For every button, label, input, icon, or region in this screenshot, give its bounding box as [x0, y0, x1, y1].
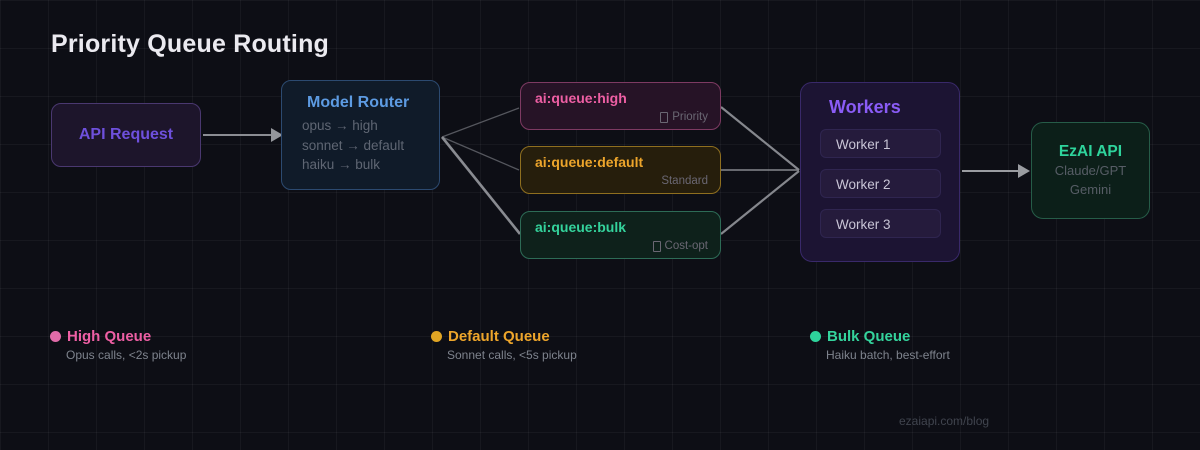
queue-bulk-badge-text: Cost-opt	[664, 240, 708, 252]
node-model-router[interactable]: Model Router opus → high sonnet → defaul…	[281, 80, 440, 190]
node-queue-default[interactable]: ai:queue:default Standard	[520, 146, 721, 194]
queue-default-label: ai:queue:default	[535, 154, 644, 170]
worker-item-1[interactable]: Worker 1	[820, 129, 941, 158]
page-title: Priority Queue Routing	[51, 30, 330, 58]
node-ezai-api[interactable]: EzAI API Claude/GPT Gemini	[1031, 122, 1150, 219]
router-rule-opus: opus → high	[302, 118, 378, 133]
edge-bulk-to-workers	[720, 170, 800, 235]
ezai-providers-line-2: Gemini	[1069, 182, 1112, 197]
default-queue-dot-icon	[431, 331, 442, 342]
legend-bulk-desc: Haiku batch, best-effort	[826, 348, 950, 362]
edge-router-to-high	[441, 107, 520, 138]
node-workers[interactable]: Workers Worker 1 Worker 2 Worker 3	[800, 82, 960, 262]
arrowhead-ezai	[1018, 164, 1030, 178]
node-queue-high[interactable]: ai:queue:high Priority	[520, 82, 721, 130]
api-request-label: API Request	[78, 126, 174, 143]
model-router-title: Model Router	[307, 94, 410, 111]
workers-title: Workers	[829, 97, 901, 117]
queue-high-badge-text: Priority	[672, 111, 708, 123]
ezai-providers-line-1: Claude/GPT	[1054, 163, 1127, 178]
missing-glyph-icon	[652, 240, 661, 252]
queue-high-badge: Priority	[660, 111, 708, 123]
watermark-url: ezaiapi.com/blog	[899, 414, 990, 428]
legend-default-label: Default Queue	[448, 328, 550, 345]
worker-item-3[interactable]: Worker 3	[820, 209, 941, 238]
node-queue-bulk[interactable]: ai:queue:bulk Cost-opt	[520, 211, 721, 259]
worker-item-2[interactable]: Worker 2	[820, 169, 941, 198]
edge-high-to-workers	[720, 106, 800, 171]
legend-item-bulk-queue: Bulk Queue Haiku batch, best-effort	[810, 328, 950, 362]
high-queue-dot-icon	[50, 331, 61, 342]
bulk-queue-dot-icon	[810, 331, 821, 342]
edge-router-to-bulk	[440, 136, 522, 235]
router-rule-haiku: haiku → bulk	[302, 157, 381, 172]
queue-bulk-label: ai:queue:bulk	[535, 219, 627, 235]
legend-high-label: High Queue	[67, 328, 152, 345]
legend-bulk-label: Bulk Queue	[827, 328, 911, 345]
edge-router-to-default	[441, 136, 520, 171]
node-api-request[interactable]: API Request	[51, 103, 201, 167]
queue-high-label: ai:queue:high	[535, 90, 627, 106]
legend-item-high-queue: High Queue Opus calls, <2s pickup	[50, 328, 186, 362]
legend-high-desc: Opus calls, <2s pickup	[66, 348, 187, 362]
missing-glyph-icon	[660, 111, 669, 123]
queue-default-badge: Standard	[661, 175, 708, 187]
router-rule-sonnet: sonnet → default	[302, 137, 405, 153]
queue-default-badge-text: Standard	[661, 175, 708, 187]
legend-item-default-queue: Default Queue Sonnet calls, <5s pickup	[431, 328, 577, 362]
legend-default-desc: Sonnet calls, <5s pickup	[447, 348, 577, 362]
ezai-api-title: EzAI API	[1058, 143, 1123, 160]
queue-bulk-badge: Cost-opt	[652, 240, 708, 252]
